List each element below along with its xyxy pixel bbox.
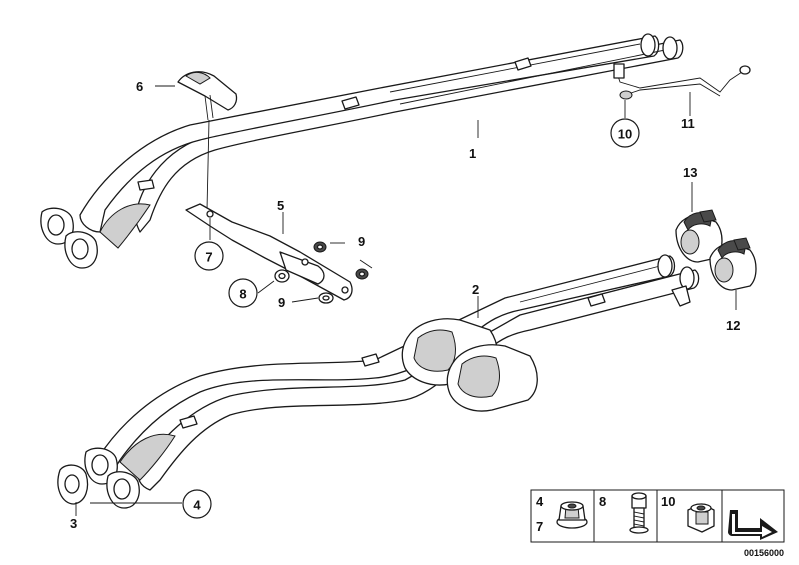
arrow-icon bbox=[728, 510, 778, 540]
label-1: 1 bbox=[469, 146, 476, 161]
legend-label-7: 7 bbox=[536, 519, 543, 534]
parts-legend: 4 7 8 10 bbox=[530, 489, 785, 543]
diagram-code: 00156000 bbox=[744, 548, 784, 558]
front-pipe-lower bbox=[84, 254, 700, 509]
clamp-12 bbox=[709, 237, 757, 291]
label-3: 3 bbox=[70, 516, 77, 531]
label-8: 8 bbox=[239, 287, 246, 302]
flange-nut-icon bbox=[556, 501, 588, 529]
label-10: 10 bbox=[618, 127, 632, 142]
label-9-upper: 9 bbox=[358, 234, 365, 249]
legend-label-4: 4 bbox=[536, 494, 544, 509]
washer-8 bbox=[274, 269, 290, 283]
hanger-bracket-6 bbox=[177, 71, 238, 211]
label-4: 4 bbox=[193, 498, 201, 513]
gasket-3 bbox=[57, 464, 89, 505]
label-7: 7 bbox=[205, 250, 212, 265]
nut-9-right bbox=[355, 268, 369, 280]
nut-9-lower bbox=[318, 292, 334, 304]
hex-nut-icon bbox=[687, 503, 715, 533]
legend-label-8: 8 bbox=[599, 494, 606, 509]
label-6: 6 bbox=[136, 79, 143, 94]
ground-strap-11 bbox=[613, 63, 751, 100]
leader-lines bbox=[75, 85, 737, 516]
front-pipe-upper bbox=[40, 33, 684, 269]
bolt-icon bbox=[629, 492, 649, 534]
label-9-lower: 9 bbox=[278, 295, 285, 310]
label-2: 2 bbox=[472, 282, 479, 297]
callout-circle-8: 8 bbox=[228, 278, 258, 308]
callout-circle-4: 4 bbox=[182, 489, 212, 519]
legend-label-10: 10 bbox=[661, 494, 675, 509]
clamp-13 bbox=[675, 209, 723, 263]
label-13: 13 bbox=[683, 165, 697, 180]
label-11: 11 bbox=[681, 116, 695, 131]
label-5: 5 bbox=[277, 198, 284, 213]
label-12: 12 bbox=[726, 318, 740, 333]
nut-9-upper bbox=[313, 241, 327, 253]
bracket-5 bbox=[185, 203, 353, 301]
callout-circle-7: 7 bbox=[194, 241, 224, 271]
callout-circle-10: 10 bbox=[610, 118, 640, 148]
